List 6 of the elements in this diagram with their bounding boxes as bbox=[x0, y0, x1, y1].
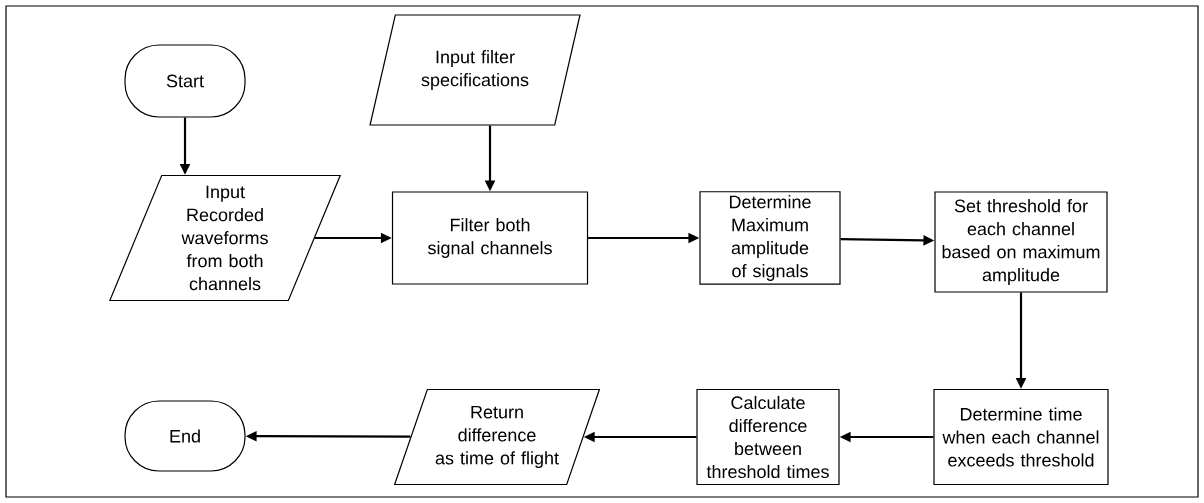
process-box: Set threshold for each channel based on maximum amplitude bbox=[934, 191, 1108, 293]
process-box: Determine Maximum amplitude of signals bbox=[699, 191, 841, 285]
process-box: Determine time when each channel exceeds threshold bbox=[933, 388, 1109, 486]
input-output-parallelogram: Input filter specifications bbox=[369, 14, 581, 126]
process-box: Calculate difference between threshold times bbox=[696, 388, 840, 486]
process-box: Filter both signal channels bbox=[391, 191, 589, 285]
